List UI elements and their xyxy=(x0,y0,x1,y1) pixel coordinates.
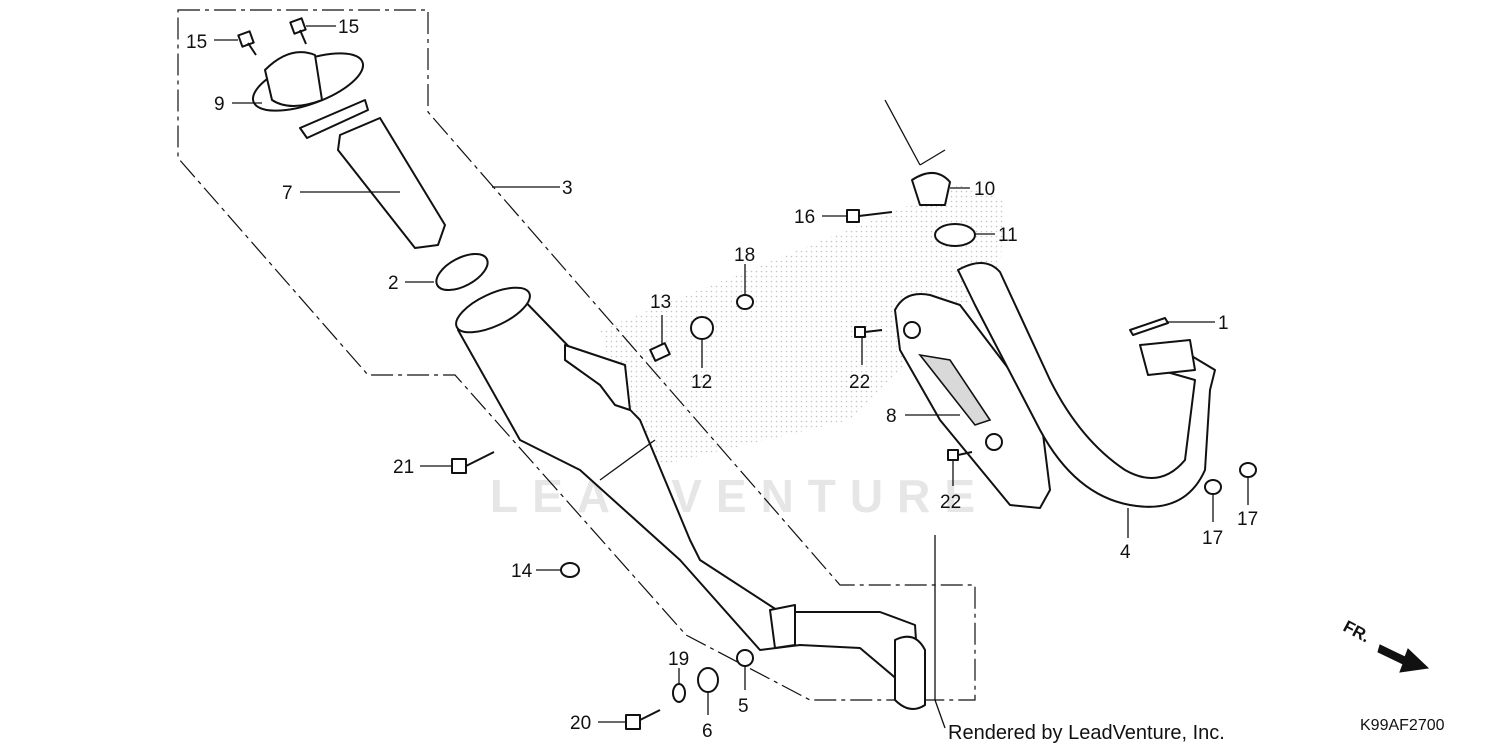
bolt-20 xyxy=(625,709,661,730)
callout-22-lower: 22 xyxy=(940,492,961,513)
joint-collar-11 xyxy=(934,223,976,247)
washer-19 xyxy=(672,683,686,703)
nut-17-left xyxy=(1204,479,1222,495)
collar-13 xyxy=(649,342,671,362)
callout-22-upper: 22 xyxy=(849,372,870,393)
callout-17-left: 17 xyxy=(1202,528,1223,549)
outline-leader-b xyxy=(934,699,946,729)
bolt-22-upper xyxy=(854,326,883,338)
watermark: LEADVENTURE xyxy=(490,470,989,522)
diagram-code: K99AF2700 xyxy=(1360,717,1445,734)
pipe-to-muffler-leader-a xyxy=(884,99,921,166)
bolt-21 xyxy=(451,451,495,474)
nut-17-right xyxy=(1239,462,1257,478)
callout-12: 12 xyxy=(691,372,712,393)
callout-7: 7 xyxy=(282,183,293,204)
callout-14: 14 xyxy=(511,561,533,582)
callout-9: 9 xyxy=(214,94,225,115)
callout-16: 16 xyxy=(794,207,815,228)
part-4-exhaust-pipe xyxy=(957,262,1216,508)
callout-4: 4 xyxy=(1120,542,1131,563)
front-direction-indicator: FR. xyxy=(1340,617,1430,673)
render-credit: Rendered by LeadVenture, Inc. xyxy=(948,722,1225,744)
bolt-15-right xyxy=(289,17,307,45)
part-8-heat-protector xyxy=(894,293,1051,509)
muffler-assembly-outline xyxy=(177,9,976,701)
callout-15-left: 15 xyxy=(186,32,207,53)
callout-2: 2 xyxy=(388,273,399,294)
clamp-10 xyxy=(911,172,951,206)
washer-18 xyxy=(736,294,754,310)
callout-15-right: 15 xyxy=(338,17,359,38)
callout-18: 18 xyxy=(734,245,755,266)
callout-3: 3 xyxy=(562,178,573,199)
rubber-6 xyxy=(697,667,719,693)
callout-1: 1 xyxy=(1218,313,1229,334)
nut-14 xyxy=(560,562,580,578)
callout-19: 19 xyxy=(668,649,689,670)
front-direction-label: FR. xyxy=(1340,617,1373,647)
callout-20: 20 xyxy=(570,713,591,734)
callout-17-right: 17 xyxy=(1237,509,1258,530)
part-3-muffler xyxy=(455,286,926,710)
front-arrow-icon xyxy=(1377,644,1430,673)
part-7-inner-pipe xyxy=(299,99,446,249)
callout-11: 11 xyxy=(998,225,1018,246)
dotted-background xyxy=(600,185,1005,470)
callout-10: 10 xyxy=(974,179,995,200)
collar-5 xyxy=(736,649,754,667)
rubber-12 xyxy=(690,316,714,340)
callout-8: 8 xyxy=(886,406,897,427)
callout-6: 6 xyxy=(702,721,713,742)
gasket-1 xyxy=(1129,317,1169,336)
bolt-15-left xyxy=(237,30,257,56)
part-2-o-ring xyxy=(435,252,489,292)
callout-13: 13 xyxy=(650,292,671,313)
callout-21: 21 xyxy=(393,457,414,478)
callout-5: 5 xyxy=(738,696,749,717)
pipe-to-muffler-leader-b xyxy=(919,149,946,166)
spark-arrester-cap xyxy=(264,51,323,107)
